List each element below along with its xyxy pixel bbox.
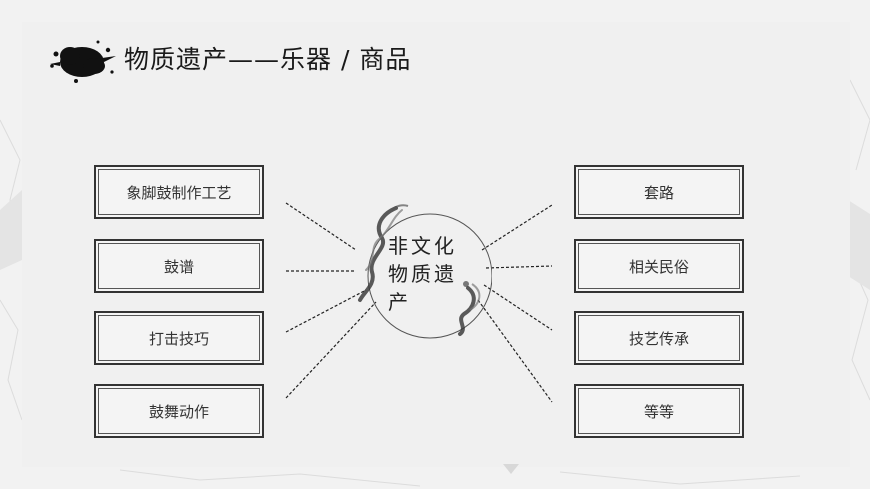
right-node-4: 等等 [574,384,744,438]
ink-splash-icon [50,40,116,83]
left-node-4-label: 鼓舞动作 [148,402,209,421]
left-node-1-label: 象脚鼓制作工艺 [126,183,232,202]
connector-right-3 [483,284,553,331]
ink-smoke-icon [358,204,492,339]
left-node-3-label: 打击技巧 [148,329,209,348]
right-node-1-label: 套路 [643,183,674,202]
connector-right-2 [485,265,553,269]
right-node-2-label: 相关民俗 [628,257,689,276]
left-node-2: 鼓谱 [94,239,264,293]
connector-left-3 [285,289,367,333]
center-node-label: 非文化物质遗产 [388,234,457,314]
right-node-3-label: 技艺传承 [628,329,689,348]
right-node-1: 套路 [574,165,744,219]
connector-right-4 [477,299,553,403]
left-node-4: 鼓舞动作 [94,384,264,438]
left-node-3: 打击技巧 [94,311,264,365]
right-node-4-label: 等等 [643,402,674,421]
left-node-2-label: 鼓谱 [163,257,194,276]
connector-left-4 [285,301,377,399]
down-arrow-icon [503,464,519,474]
right-node-3: 技艺传承 [574,311,744,365]
connector-left-1 [285,202,357,251]
connector-right-1 [481,204,553,251]
left-node-1: 象脚鼓制作工艺 [94,165,264,219]
right-node-2: 相关民俗 [574,239,744,293]
page-title: 物质遗产——乐器 / 商品 [124,45,412,74]
